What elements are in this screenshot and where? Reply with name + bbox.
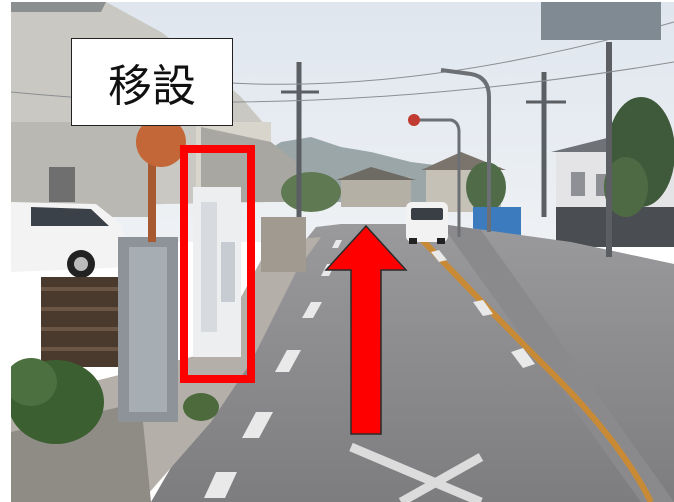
- billboard: [541, 2, 661, 40]
- vending-machine: [193, 187, 241, 357]
- white-van: [406, 202, 448, 244]
- lane-markings: [204, 240, 535, 502]
- rusty-sign: [136, 117, 186, 167]
- street-lamp: [440, 68, 491, 232]
- parked-car: [11, 202, 131, 278]
- center-line: [406, 223, 654, 502]
- direction-arrow: [324, 224, 408, 435]
- relocation-label-text: 移設: [108, 61, 196, 112]
- wooden-fence: [41, 277, 121, 367]
- highlight-box: [180, 145, 255, 383]
- relocation-label: 移設: [71, 38, 233, 126]
